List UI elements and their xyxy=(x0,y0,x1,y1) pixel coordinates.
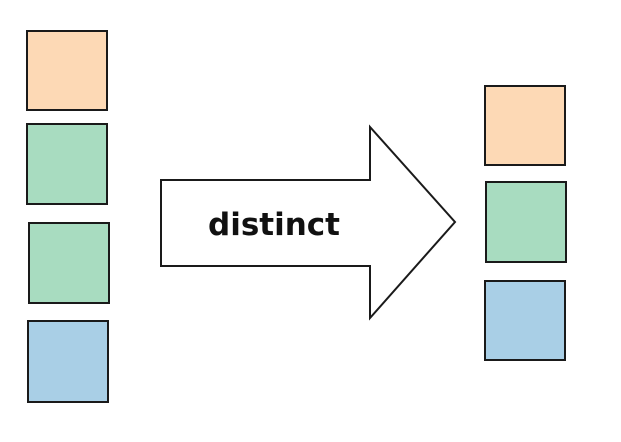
operation-label: distinct xyxy=(208,207,340,243)
input-box-3 xyxy=(28,222,110,304)
output-box-1 xyxy=(484,85,566,166)
input-box-1 xyxy=(26,30,108,111)
arrow-shape xyxy=(160,124,457,321)
input-box-2 xyxy=(26,123,108,205)
input-box-4 xyxy=(27,320,109,403)
output-box-3 xyxy=(484,280,566,361)
output-box-2 xyxy=(485,181,567,263)
